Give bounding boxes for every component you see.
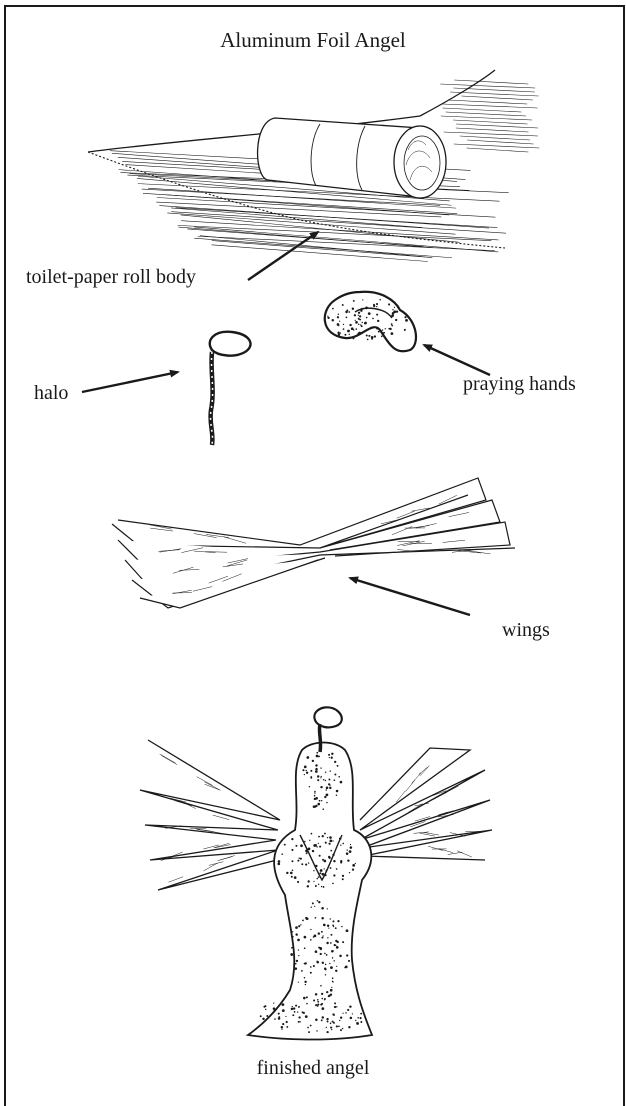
halo-drawing	[210, 332, 251, 445]
label-finished-angel: finished angel	[0, 1058, 626, 1078]
praying-hands-drawing	[325, 292, 416, 352]
paper-roll	[258, 118, 446, 198]
arrow-halo	[82, 372, 178, 392]
label-halo: halo	[34, 383, 68, 403]
wings-drawing	[112, 478, 515, 608]
label-toilet-paper-roll: toilet-paper roll body	[26, 267, 196, 287]
label-praying-hands: praying hands	[463, 374, 576, 394]
label-wings: wings	[502, 620, 550, 640]
angel-drawing	[140, 707, 492, 1039]
page-title: Aluminum Foil Angel	[0, 30, 626, 51]
arrow-wings	[350, 578, 470, 615]
arrow-hands	[424, 345, 490, 375]
